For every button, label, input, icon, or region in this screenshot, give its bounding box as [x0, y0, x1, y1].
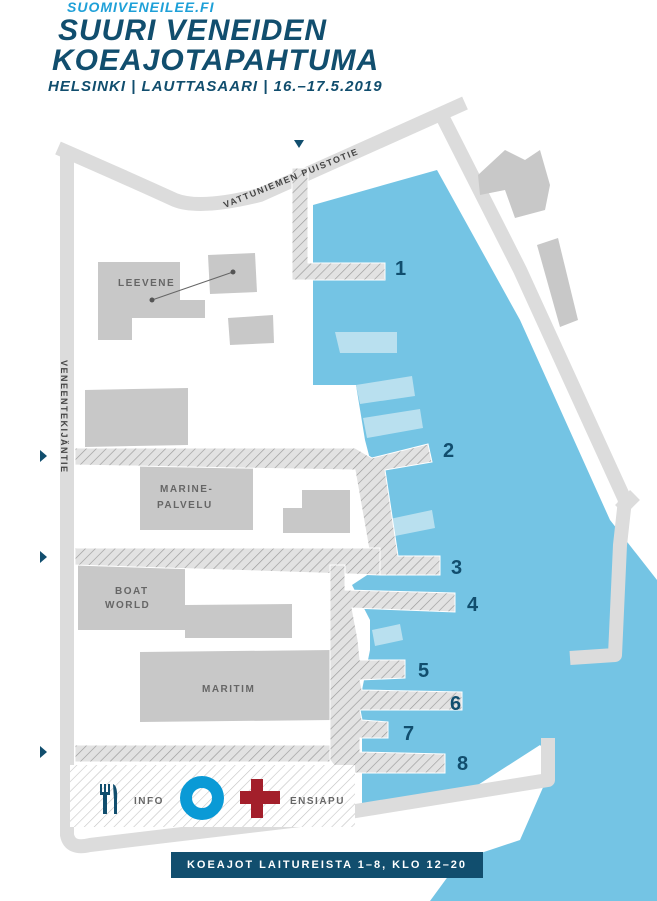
road-veneentekijantie: VENEENTEKIJÄNTIE [59, 360, 69, 474]
first-aid-icon [240, 779, 280, 818]
page-subtitle: HELSINKI | LAUTTASAARI | 16.–17.5.2019 [48, 78, 383, 95]
label-leevene: LEEVENE [118, 278, 175, 289]
berths [335, 332, 435, 646]
piers [74, 167, 463, 774]
pier-7: 7 [403, 723, 414, 745]
leevene-pointer [151, 271, 234, 301]
pier-4: 4 [467, 594, 479, 616]
site-url: SUOMIVENEILEE.FI [67, 0, 215, 15]
page-title-line2: KOEAJOTAPAHTUMA [52, 44, 380, 77]
label-palvelu: PALVELU [157, 500, 213, 511]
label-marine: MARINE- [160, 484, 213, 495]
test-drive-banner: KOEAJOT LAITUREISTA 1–8, KLO 12–20 [171, 852, 483, 878]
entrance-marker [40, 551, 47, 563]
entrance-marker [40, 450, 47, 462]
pier-8: 8 [457, 753, 468, 775]
pointer-dot [230, 269, 236, 275]
pier-5: 5 [418, 660, 429, 682]
pier-6: 6 [450, 693, 461, 715]
entrance-marker [40, 746, 47, 758]
page-title-line1: SUURI VENEIDEN [58, 14, 328, 47]
entrance-marker [294, 140, 304, 148]
legend-ensiapu: ENSIAPU [290, 796, 345, 807]
label-maritim: MARITIM [202, 684, 255, 695]
buildings [78, 150, 578, 722]
legend-info: INFO [134, 796, 164, 807]
pointer-dot [149, 297, 155, 303]
water [313, 170, 657, 901]
label-world: WORLD [105, 600, 150, 611]
restaurant-icon [100, 784, 118, 814]
pier-1: 1 [395, 258, 406, 280]
pier-3: 3 [451, 557, 462, 579]
pier-2: 2 [443, 440, 454, 462]
roads [55, 96, 640, 854]
info-icon [180, 776, 224, 820]
label-boat: BOAT [115, 586, 149, 597]
